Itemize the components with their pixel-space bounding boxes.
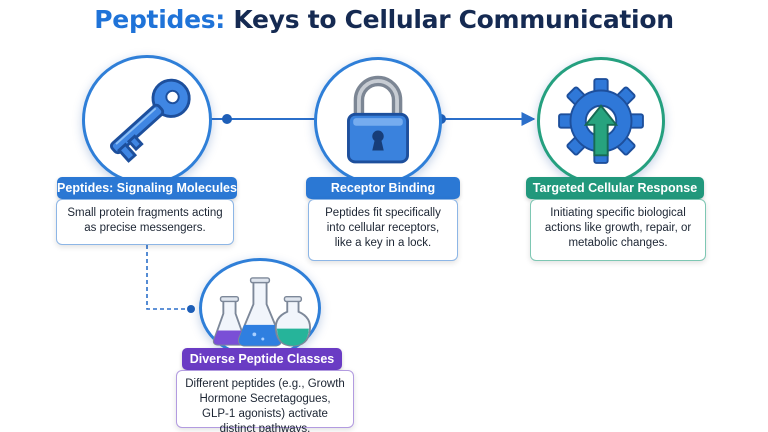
classes-circle <box>199 258 321 358</box>
signaling-label: Peptides: Signaling Molecules <box>57 177 237 199</box>
connector-signaling-classes <box>146 245 190 310</box>
gear-arrow-icon <box>558 78 644 164</box>
response-label: Targeted Cellular Response <box>526 177 704 199</box>
flasks-icon <box>212 277 311 347</box>
binding-circle <box>314 57 442 185</box>
page-title: Peptides: Keys to Cellular Communication <box>0 5 768 34</box>
lock-icon <box>347 75 409 164</box>
classes-label: Diverse Peptide Classes <box>182 348 342 370</box>
response-desc: Initiating specific biological actions l… <box>530 199 706 261</box>
signaling-circle <box>82 55 212 185</box>
connector-dot-classes <box>187 305 195 313</box>
title-accent: Peptides: <box>94 5 226 34</box>
binding-label: Receptor Binding <box>306 177 460 199</box>
binding-desc: Peptides fit specifically into cellular … <box>308 199 458 261</box>
key-icon <box>109 78 191 163</box>
connector-dot-left <box>222 114 232 124</box>
signaling-desc: Small protein fragments acting as precis… <box>56 199 234 245</box>
title-rest: Keys to Cellular Communication <box>225 5 674 34</box>
classes-desc: Different peptides (e.g., Growth Hormone… <box>176 370 354 432</box>
response-circle <box>537 57 665 185</box>
